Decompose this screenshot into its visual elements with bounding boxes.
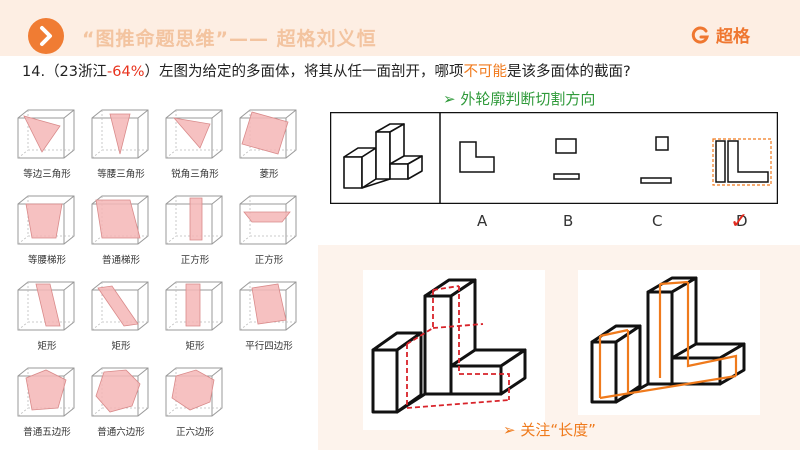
section-thumbnail-label: 等腰梯形: [27, 255, 66, 266]
brand-name: 超格: [716, 27, 750, 47]
section-thumbnail-label: 菱形: [259, 169, 279, 180]
option-d-label[interactable]: D: [736, 212, 748, 230]
polyhedron-drawing: [343, 123, 423, 189]
section-thumbnail: [90, 366, 152, 422]
cube-section-icon: [17, 367, 75, 417]
cube-section-icon: [165, 195, 223, 245]
cube-section-icon: [239, 281, 297, 331]
section-thumbnail: [164, 108, 226, 164]
option-c-label[interactable]: C: [652, 212, 663, 230]
nav-button[interactable]: [28, 18, 64, 54]
section-thumbnail-label: 普通六边形: [97, 427, 145, 438]
section-thumbnail: [238, 280, 300, 336]
tip-outline: ➢ 外轮廓判断切割方向: [443, 90, 596, 108]
explanation-figure-left: [363, 270, 545, 430]
option-a-label[interactable]: A: [477, 212, 488, 230]
cube-section-icon: [17, 281, 75, 331]
section-thumbnail: [238, 194, 300, 250]
section-thumbnail: [90, 108, 152, 164]
chevron-right-icon: [40, 26, 52, 46]
question-text: 14.（23浙江-64%）左图为给定的多面体，将其从任一面剖开，哪项不可能是该多…: [22, 60, 631, 81]
option-c-bottom-shape: [640, 177, 672, 184]
section-thumbnail: [164, 366, 226, 422]
section-thumbnail-label: 等边三角形: [23, 169, 71, 180]
tip-length: ➢ 关注“长度”: [503, 421, 596, 439]
section-thumbnail-label: 平行四边形: [245, 341, 293, 352]
section-thumbnail-label: 正六边形: [175, 427, 214, 438]
option-d-shape: [712, 138, 772, 186]
cube-section-icon: [17, 195, 75, 245]
section-thumbnail-label: 正方形: [180, 255, 210, 266]
section-thumbnail-label: 矩形: [185, 341, 205, 352]
cube-section-icon: [91, 109, 149, 159]
answer-check-icon: ✓: [730, 209, 749, 234]
option-b-bottom-shape: [553, 173, 580, 180]
g-logo-icon: [691, 26, 710, 44]
question-number: 14.: [22, 64, 46, 80]
section-thumbnail-label: 等腰三角形: [97, 169, 145, 180]
section-thumbnail: [90, 194, 152, 250]
explanation-figure-right: [578, 270, 760, 415]
section-thumbnail-label: 矩形: [111, 341, 131, 352]
header-title: “图推命题思维”—— 超格刘义恒: [82, 28, 377, 50]
option-b-top-shape: [555, 138, 577, 154]
cube-section-icon: [17, 109, 75, 159]
question-rate: -64%: [107, 64, 145, 80]
question-highlight: 不可能: [463, 64, 507, 80]
cube-section-icon: [239, 195, 297, 245]
section-thumbnail: [16, 366, 78, 422]
section-thumbnail-label: 普通梯形: [101, 255, 140, 266]
section-thumbnail: [164, 280, 226, 336]
section-thumbnail-label: 矩形: [37, 341, 57, 352]
cube-section-icon: [91, 281, 149, 331]
cube-section-icon: [91, 195, 149, 245]
option-a-shape: [459, 141, 495, 173]
question-body-b: 是该多面体的截面?: [506, 64, 631, 80]
header-bar: “图推命题思维”—— 超格刘义恒 超格: [0, 0, 800, 56]
section-thumbnail-label: 普通五边形: [23, 427, 71, 438]
section-thumbnail: [16, 280, 78, 336]
question-source-prefix: （23浙江: [45, 64, 108, 80]
cube-section-icon: [165, 281, 223, 331]
section-thumbnail: [90, 280, 152, 336]
cube-section-icon: [239, 109, 297, 159]
cube-section-icon: [165, 367, 223, 417]
problem-figure: [330, 112, 778, 204]
question-body-a: 左图为给定的多面体，将其从任一面剖开，哪项: [158, 64, 464, 80]
section-thumbnail: [16, 194, 78, 250]
section-thumbnail-label: 正方形: [254, 255, 284, 266]
section-thumbnail: [238, 108, 300, 164]
brand-logo: 超格: [690, 22, 750, 47]
section-thumbnail-label: 锐角三角形: [171, 169, 219, 180]
cube-section-icon: [91, 367, 149, 417]
option-b-label[interactable]: B: [563, 212, 574, 230]
cube-section-icon: [165, 109, 223, 159]
question-source-suffix: ）: [144, 64, 159, 80]
option-c-top-shape: [655, 136, 669, 151]
section-thumbnail: [164, 194, 226, 250]
section-thumbnail: [16, 108, 78, 164]
